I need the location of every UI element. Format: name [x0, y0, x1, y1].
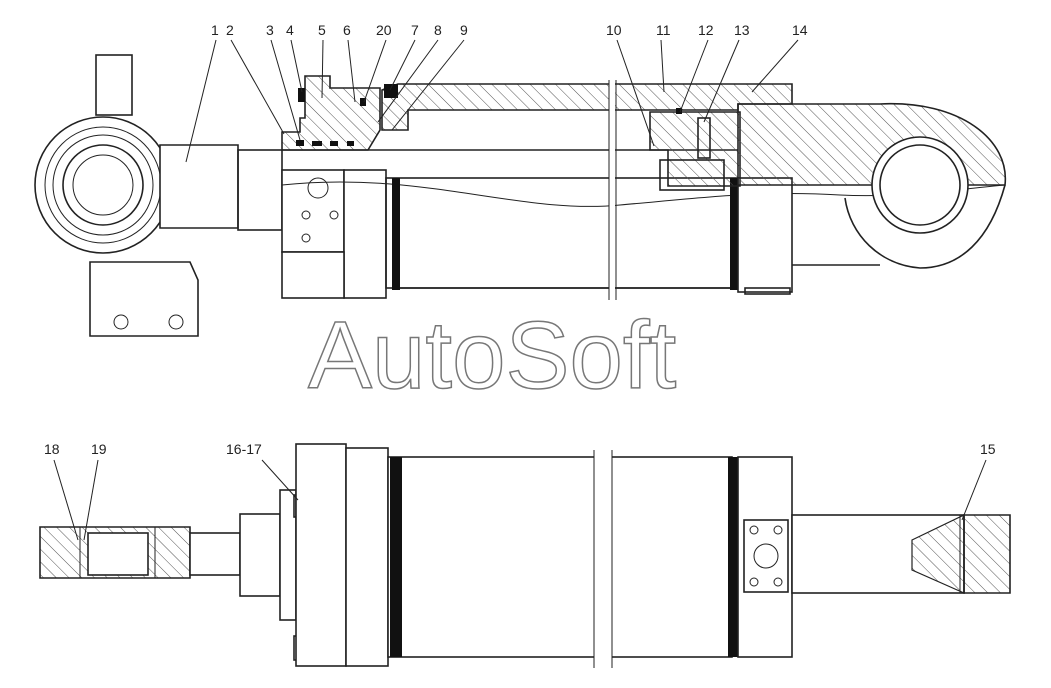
rod-end-right: [791, 514, 1011, 594]
rod-eye-right: [737, 103, 1007, 295]
callout-1: 1: [211, 22, 219, 38]
rod-eye-left: [34, 54, 283, 337]
callout-9: 9: [460, 22, 468, 38]
cylinder-barrel-bottom: [387, 450, 793, 668]
callout-13: 13: [734, 22, 750, 38]
gland-section: [281, 75, 387, 299]
top-view: [34, 54, 1007, 337]
rod-end-left: [39, 513, 281, 597]
watermark-text: AutoSoft: [308, 302, 676, 409]
leader-lines: [53, 39, 987, 541]
callout-16-17: 16-17: [226, 441, 262, 457]
piston-section: [649, 108, 741, 191]
port-block: [743, 519, 789, 593]
callout-18: 18: [44, 441, 60, 457]
callout-11: 11: [656, 22, 671, 38]
callout-4: 4: [286, 22, 294, 38]
callout-10: 10: [606, 22, 622, 38]
callout-6: 6: [343, 22, 351, 38]
callout-12: 12: [698, 22, 714, 38]
cylinder-barrel: [281, 80, 1006, 300]
head-assembly-bottom: [279, 443, 389, 667]
callout-14: 14: [792, 22, 808, 38]
callout-15: 15: [980, 441, 996, 457]
callout-3: 3: [266, 22, 274, 38]
callout-5: 5: [318, 22, 326, 38]
callout-8: 8: [434, 22, 442, 38]
bottom-view: [39, 443, 1011, 668]
callout-20: 20: [376, 22, 392, 38]
callout-2: 2: [226, 22, 234, 38]
callout-labels: 1 2 3 4 5 6 20 7 8 9 10 11 12 13 14 18 1…: [44, 22, 996, 457]
callout-7: 7: [411, 22, 419, 38]
callout-19: 19: [91, 441, 107, 457]
